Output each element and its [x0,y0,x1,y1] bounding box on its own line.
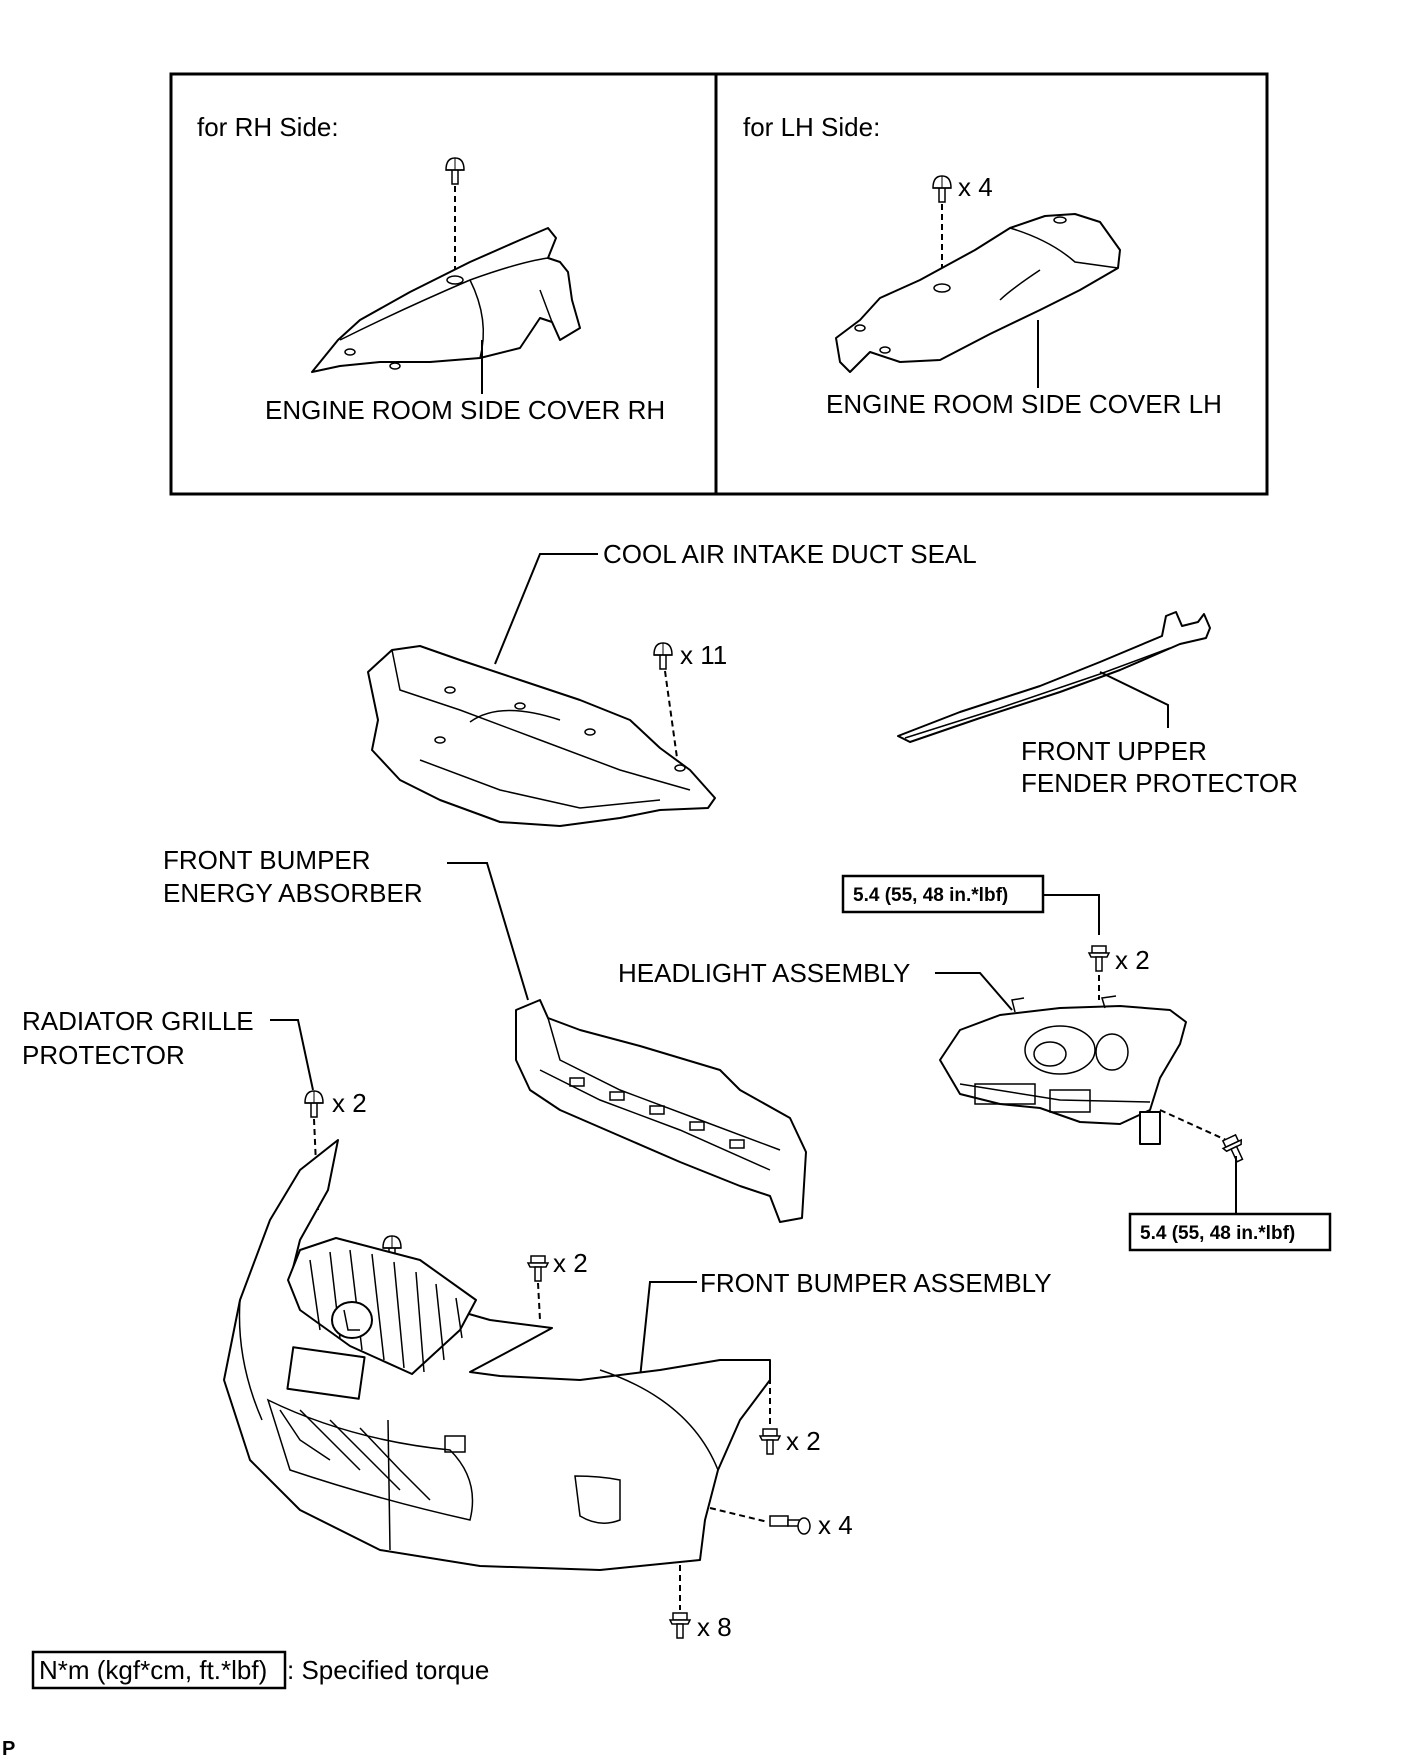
front-bumper-energy-absorber-group: FRONT BUMPER ENERGY ABSORBER [163,845,807,1223]
cool-air-intake-duct-seal-label: COOL AIR INTAKE DUCT SEAL [603,539,977,569]
engine-room-side-cover-rh-illustration [311,227,581,373]
engine-room-side-cover-lh-illustration [835,213,1121,373]
radiator-grille-protector-group: RADIATOR GRILLE PROTECTOR x 2 [22,1006,367,1211]
headlight-top-torque-value: 5.4 (55, 48 in.*lbf) [853,885,1008,906]
lh-clip-qty: x 4 [958,172,993,202]
bumper-bottom-screw-qty: x 8 [697,1612,732,1642]
corner-mark: P [2,1738,15,1760]
bumper-top-clip-qty: x 2 [553,1248,588,1278]
rh-clip-icon [445,157,465,185]
grille-protector-label-line-2: PROTECTOR [22,1040,185,1070]
side-cover-panels [169,72,1269,496]
energy-absorber-label-line-1: FRONT BUMPER [163,845,371,875]
bumper-side-screw-qty: x 2 [786,1426,821,1456]
engine-room-side-cover-lh-label: ENGINE ROOM SIDE COVER LH [826,389,1222,419]
headlight-assembly-illustration [939,995,1187,1145]
headlight-top-torque-box [841,874,1045,914]
torque-legend: N*m (kgf*cm, ft.*lbf) : Specified torque [31,1650,489,1690]
front-upper-fender-protector-group: FRONT UPPER FENDER PROTECTOR [897,611,1298,798]
headlight-side-torque-box [1128,1212,1332,1252]
seal-leader [494,553,598,665]
grille-clip-qty: x 2 [332,1088,367,1118]
legend-box-text: N*m (kgf*cm, ft.*lbf) [39,1655,267,1685]
fender-protector-label-line-2: FENDER PROTECTOR [1021,768,1298,798]
lh-side-panel: for LH Side: x 4 ENGINE ROOM SIDE COVER … [743,112,1222,419]
bumper-top-clip-dash [537,1282,541,1321]
lh-side-title: for LH Side: [743,112,880,142]
fender-protector-leader [1099,671,1169,728]
cool-air-intake-duct-seal-illustration [367,645,716,827]
front-bumper-assembly-group: x 2 FRONT BUMPER ASSEMBLY x 2 x [223,1139,1052,1642]
bumper-side-screw-icon [759,1428,781,1455]
grille-clip-icon [304,1090,324,1118]
bumper-side-bolt-dash [709,1507,769,1523]
panels-frame [169,72,1269,496]
bumper-leader [639,1281,697,1379]
bumper-top-clip-icon [527,1255,549,1282]
headlight-top-bolt-icon [1088,945,1110,972]
bumper-bottom-screw-icon [669,1612,691,1639]
rh-side-panel: for RH Side: ENGINE ROOM SIDE COVER RH [197,112,665,425]
seal-clip-dash [664,670,679,766]
legend-torque-box [31,1650,287,1690]
headlight-top-torque-leader [1043,894,1100,935]
front-bumper-energy-absorber-illustration [515,999,807,1223]
bumper-side-bolt-icon [769,1515,811,1535]
grille-protector-leader [270,1019,314,1091]
cool-air-intake-duct-seal-group: COOL AIR INTAKE DUCT SEAL x 11 [367,539,977,827]
headlight-assembly-label: HEADLIGHT ASSEMBLY [618,958,910,988]
front-bumper-assembly-label: FRONT BUMPER ASSEMBLY [700,1268,1052,1298]
seal-clip-icon [653,642,673,670]
headlight-top-bolt-qty: x 2 [1115,945,1150,975]
bumper-side-bolt-qty: x 4 [818,1510,853,1540]
energy-absorber-label-line-2: ENERGY ABSORBER [163,878,423,908]
headlight-side-torque-value: 5.4 (55, 48 in.*lbf) [1140,1223,1295,1244]
energy-absorber-leader [447,862,529,1001]
legend-description: : Specified torque [287,1655,489,1685]
rh-side-title: for RH Side: [197,112,339,142]
front-bumper-assembly-illustration [223,1139,771,1571]
headlight-assembly-group: 5.4 (55, 48 in.*lbf) x 2 HEADLIGHT ASSEM… [618,874,1332,1252]
grille-protector-label-line-1: RADIATOR GRILLE [22,1006,254,1036]
headlight-leader [935,972,1013,1011]
lh-clip-icon [932,175,952,203]
front-upper-fender-protector-illustration [897,611,1211,743]
fender-protector-label-line-1: FRONT UPPER [1021,736,1207,766]
headlight-side-bolt-dash [1159,1109,1227,1141]
seal-clip-qty: x 11 [680,640,727,670]
engine-room-side-cover-rh-label: ENGINE ROOM SIDE COVER RH [265,395,665,425]
